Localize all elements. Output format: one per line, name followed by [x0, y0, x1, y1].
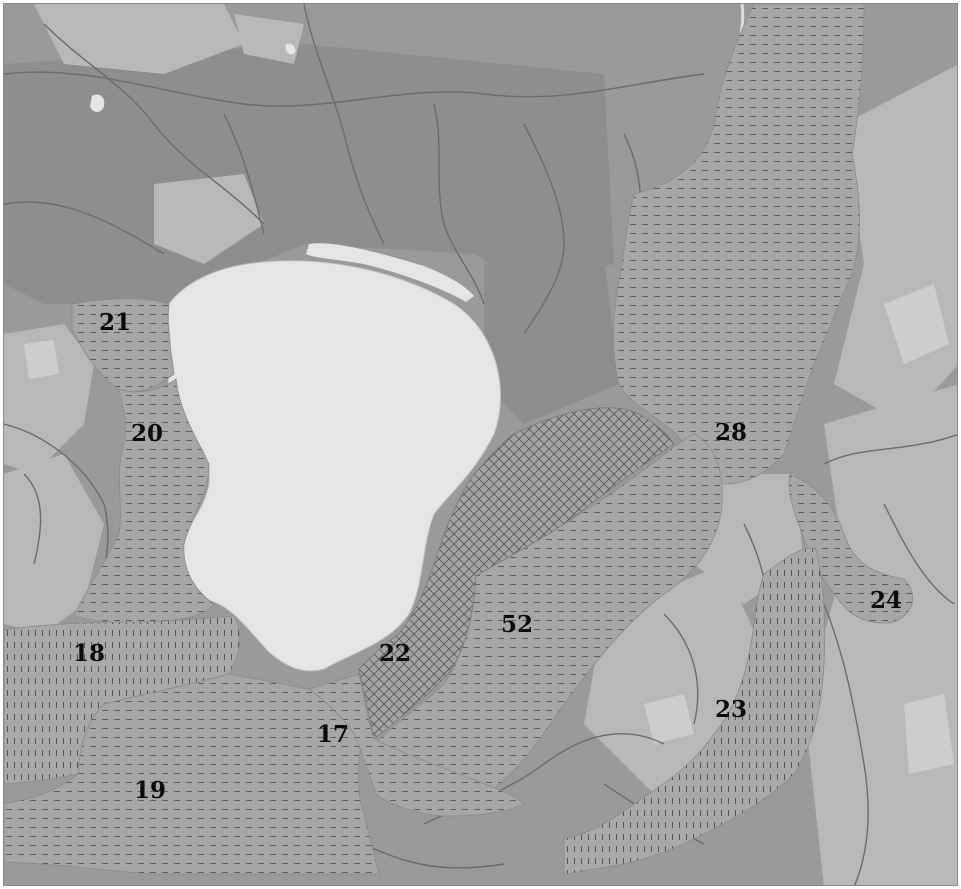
zone-label-20: 20: [131, 420, 163, 447]
zone-28-area: [613, 4, 865, 485]
zone-label-23: 23: [715, 696, 747, 723]
zone-label-22: 22: [379, 640, 411, 667]
zone-label-18: 18: [73, 640, 105, 667]
zone-label-21: 21: [99, 309, 131, 336]
zone-52-area: [373, 433, 723, 790]
zone-23-area: [563, 547, 826, 875]
zone-17-area: [308, 673, 525, 817]
zone-label-52: 52: [501, 611, 533, 638]
zone-label-19: 19: [134, 777, 166, 804]
zone-21-area: [71, 298, 175, 393]
zone-label-28: 28: [715, 419, 747, 446]
zone-label-24: 24: [870, 587, 902, 614]
relief-map: 21 20 28 24 52 22 18 23 19 17: [4, 4, 957, 885]
lake-spit: [306, 243, 474, 302]
peak-areas: [24, 284, 954, 774]
lake-islet-2: [285, 43, 296, 55]
zone-label-17: 17: [317, 721, 349, 748]
zone-24-area: [788, 473, 914, 624]
zone-20-area: [73, 378, 215, 624]
map-frame: 21 20 28 24 52 22 18 23 19 17: [3, 3, 958, 886]
zone-22-area: [358, 407, 675, 740]
lake-islet: [90, 94, 105, 112]
zone-labels: 21 20 28 24 52 22 18 23 19 17: [73, 309, 902, 804]
